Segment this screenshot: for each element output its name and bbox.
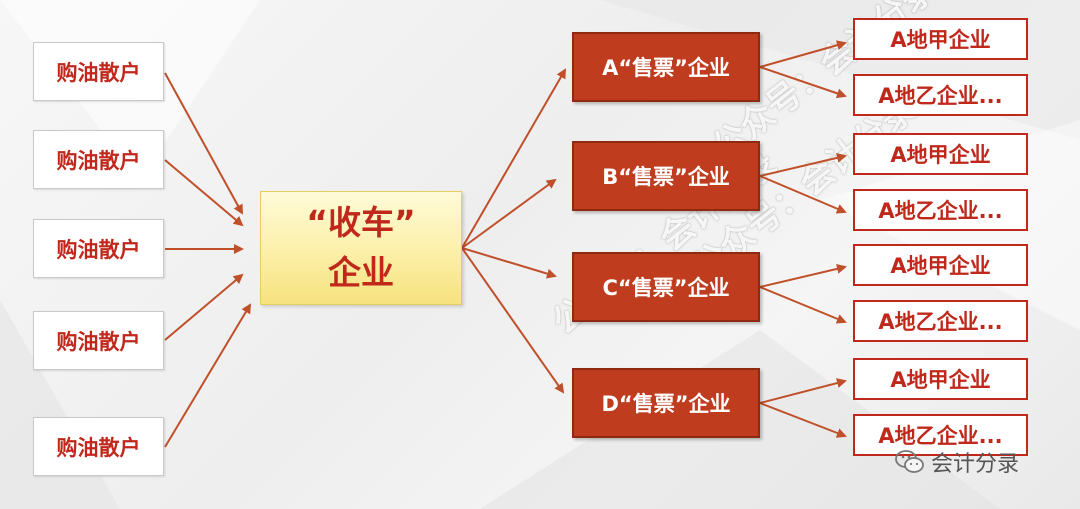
buyer-box-5: 购油散户 [33, 417, 164, 476]
sub-box-a-2: A地乙企业... [853, 74, 1028, 116]
arrow-c-sub2 [759, 286, 847, 324]
sub-box-a-1: A地甲企业 [853, 18, 1028, 60]
seller-box-c: C“售票”企业 [572, 252, 760, 322]
seller-box-a: A“售票”企业 [572, 32, 760, 102]
sub-box-d-2: A地乙企业... [853, 414, 1028, 456]
arrow-buyer-4 [164, 273, 244, 341]
wechat-icon [895, 450, 924, 473]
arrow-b-sub1 [759, 152, 847, 177]
buyer-box-2: 购油散户 [33, 130, 164, 189]
sub-box-c-1: A地甲企业 [853, 244, 1028, 286]
sub-box-c-2: A地乙企业... [853, 300, 1028, 342]
buyer-box-1: 购油散户 [33, 42, 164, 101]
arrow-buyer-2 [164, 159, 244, 227]
arrow-buyer-5 [164, 303, 252, 448]
arrow-a-sub1 [759, 40, 847, 68]
arrow-center-d [461, 247, 565, 394]
logo-text: 会计分录 [931, 452, 1020, 477]
seller-box-d: D“售票”企业 [572, 368, 760, 438]
arrow-center-c [461, 247, 557, 279]
sub-box-d-1: A地甲企业 [853, 358, 1028, 400]
sub-box-b-2: A地乙企业... [853, 189, 1028, 231]
arrow-d-sub2 [759, 402, 847, 438]
arrow-center-a [461, 68, 567, 249]
arrow-c-sub1 [759, 263, 847, 288]
center-label-line2: 企业 [328, 253, 394, 292]
seller-box-b: B“售票”企业 [572, 141, 760, 211]
arrow-b-sub2 [759, 175, 847, 214]
arrow-center-b [461, 178, 557, 249]
center-label-line1: “收车” [306, 203, 416, 242]
arrow-a-sub2 [759, 66, 847, 99]
sub-box-b-1: A地甲企业 [853, 133, 1028, 175]
buyer-box-4: 购油散户 [33, 311, 164, 370]
arrow-buyer-1 [164, 72, 243, 215]
wechat-logo: 会计分录 [895, 446, 1019, 478]
center-enterprise-box: “收车” 企业 [260, 191, 462, 305]
arrow-d-sub1 [759, 378, 847, 404]
buyer-box-3: 购油散户 [33, 219, 164, 278]
